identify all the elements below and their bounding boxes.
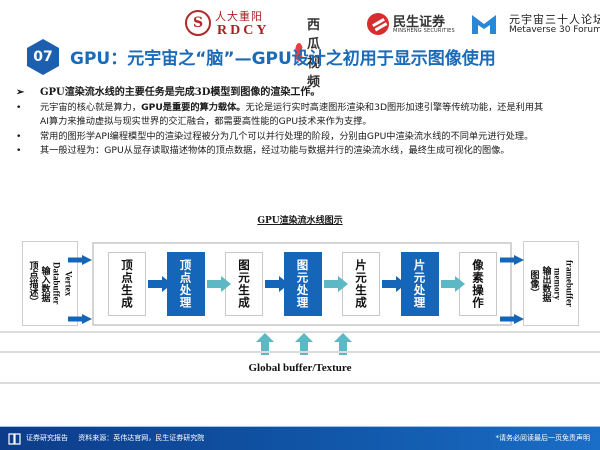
output-label-cn: 输出数据	[540, 265, 551, 302]
dot-bullet-icon: •	[16, 130, 22, 142]
stage-label: 图元处理	[295, 259, 310, 309]
lead-bullet-text: GPU渲染流水线的主要任务是完成3D模型到图像的渲染工作。	[40, 87, 321, 98]
output-label-en: framebuffer	[564, 260, 575, 307]
input-label-en: Vertex	[63, 270, 74, 297]
book-icon	[8, 433, 21, 445]
xigua-video-name: 西瓜视频	[306, 18, 320, 90]
arrow-bullet-icon: ➢	[16, 87, 25, 98]
bullet-item: • 常用的图形学API编程模型中的渲染过程被分为几个可以并行处理的阶段，分别由G…	[12, 130, 597, 145]
flow-arrow-icon	[440, 276, 465, 292]
output-arrow-icon	[500, 309, 524, 324]
bullet-text: 常用的图形学API编程模型中的渲染过程被分为几个可以并行处理的阶段，分别由GPU…	[40, 130, 534, 142]
forum-chinese-name: 元宇宙三十人论坛	[509, 13, 600, 26]
section-number: 07	[33, 49, 53, 65]
flow-arrow-icon	[265, 276, 289, 292]
rdcy-logo: S 人大重阳 RDCY	[185, 9, 290, 39]
lead-bullet: ➢ GPU渲染流水线的主要任务是完成3D模型到图像的渲染工作。	[12, 86, 597, 101]
play-icon	[295, 43, 308, 61]
output-data-box: framebuffer memory 输出数据 图像）	[523, 241, 579, 326]
bullet-text: AI算力来推动虚拟与现实世界的交汇融合，都需要高性能的GPU技术来作为支撑。	[40, 116, 372, 127]
diagram-title: GPU渲染流水线图示	[257, 216, 343, 226]
stage-pixel-operations: 像素操作	[459, 252, 497, 316]
divider-line	[0, 331, 600, 333]
bullet-text: 元宇宙的核心就是算力，	[40, 101, 142, 113]
stage-fragment-generation: 片元生成	[342, 252, 380, 316]
section-number-badge: 07	[25, 38, 61, 76]
minsheng-english-name: MINSHENG SECURITIES	[393, 28, 455, 34]
output-label-en2: memory	[552, 267, 563, 300]
flow-arrow-icon	[148, 276, 172, 292]
footer-bar: 证券研究报告 资料来源：英伟达官网，民生证券研究院 *请务必阅读最后一页免责声明	[0, 426, 600, 450]
output-arrow-icon	[500, 250, 524, 265]
minsheng-chinese-name: 民生证券	[393, 15, 446, 30]
rdcy-seal-icon: S	[185, 10, 211, 36]
xigua-video-logo: 西瓜视频	[295, 14, 330, 90]
bullet-item: • 其一般过程为：GPU从显存读取描述物体的顶点数据，经过功能与数据并行的渲染流…	[12, 144, 597, 159]
page-title: GPU：元宇宙之“脑”—GPU设计之初用于显示图像使用	[70, 49, 496, 69]
stage-label: 顶点生成	[120, 259, 134, 309]
input-data-box: Vertex Databuffer 输入数据 顶点描述）	[22, 241, 78, 326]
stage-primitive-generation: 图元生成	[225, 252, 263, 316]
input-arrow-icon	[68, 250, 92, 265]
divider-line	[0, 351, 600, 353]
stage-vertex-generation: 顶点生成	[108, 252, 146, 316]
minsheng-securities-logo: 民生证券 MINSHENG SECURITIES	[367, 11, 457, 37]
hexagon-icon	[27, 39, 59, 75]
stage-fragment-processing: 片元处理	[400, 252, 439, 316]
bullet-emphasis: GPU是重要的算力载体。	[141, 101, 246, 113]
rdcy-english-name: RDCY	[217, 23, 270, 38]
global-buffer-label: Global buffer/Texture	[248, 362, 352, 374]
bullet-text: 无论是运行实时高速图形渲染和3D图形加速引擎等传统功能，还是利用其	[245, 101, 544, 113]
stage-label: 片元生成	[354, 259, 368, 309]
divider-line	[0, 382, 600, 384]
buffer-up-arrow-icon	[334, 333, 352, 355]
rdcy-chinese-name: 人大重阳	[215, 10, 263, 23]
stage-label: 顶点处理	[178, 259, 193, 309]
dot-bullet-icon: •	[16, 101, 22, 113]
bullet-text: 其一般过程为：GPU从显存读取描述物体的顶点数据，经过功能与数据并行的渲染流水线…	[40, 145, 510, 156]
metaverse-30-forum-logo: 元宇宙三十人论坛 Metaverse 30 Forum	[471, 11, 600, 39]
output-label-cn2: 图像）	[528, 270, 539, 297]
stage-vertex-processing: 顶点处理	[166, 252, 205, 316]
flow-arrow-icon	[382, 276, 406, 292]
stage-label: 像素操作	[471, 259, 485, 309]
stage-primitive-processing: 图元处理	[283, 252, 322, 316]
flow-arrow-icon	[206, 276, 231, 292]
bullet-continuation: AI算力来推动虚拟与现实世界的交汇融合，都需要高性能的GPU技术来作为支撑。	[12, 115, 597, 130]
buffer-up-arrow-icon	[256, 333, 274, 355]
bullet-list: ➢ GPU渲染流水线的主要任务是完成3D模型到图像的渲染工作。 • 元宇宙的核心…	[12, 86, 597, 159]
forum-english-name: Metaverse 30 Forum	[509, 25, 600, 35]
pipeline-frame	[92, 242, 512, 326]
m-letter-icon	[472, 15, 496, 34]
source-note: 资料来源：英伟达官网，民生证券研究院	[78, 434, 205, 442]
input-label-cn: 输入数据	[39, 265, 50, 302]
report-label: 证券研究报告	[26, 434, 68, 442]
disclaimer-note: *请务必阅读最后一页免责声明	[495, 434, 591, 442]
bullet-item: • 元宇宙的核心就是算力，GPU是重要的算力载体。无论是运行实时高速图形渲染和3…	[12, 101, 597, 116]
dot-bullet-icon: •	[16, 145, 22, 156]
stage-label: 图元生成	[237, 259, 251, 309]
minsheng-emblem-icon	[367, 13, 389, 35]
buffer-up-arrow-icon	[295, 333, 313, 355]
input-label-en2: Databuffer	[51, 262, 62, 305]
input-label-cn2: 顶点描述）	[27, 261, 38, 306]
input-arrow-icon	[68, 309, 92, 324]
flow-arrow-icon	[323, 276, 348, 292]
stage-label: 片元处理	[412, 259, 427, 309]
